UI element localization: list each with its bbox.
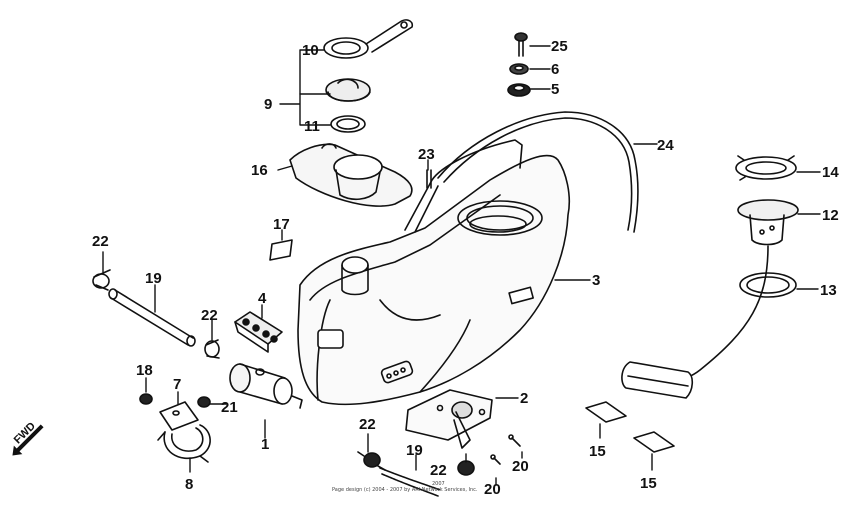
callout-8: 8 bbox=[185, 476, 193, 493]
callout-25: 25 bbox=[551, 38, 568, 55]
cap-seal-part-11[interactable] bbox=[330, 115, 366, 133]
screw-part-20[interactable] bbox=[511, 437, 521, 447]
callout-19: 19 bbox=[145, 270, 162, 287]
bolt-part-25[interactable] bbox=[514, 32, 528, 57]
callout-6: 6 bbox=[551, 61, 559, 78]
callout-11: 11 bbox=[304, 118, 320, 135]
fuel-gauge-unit-part-12[interactable] bbox=[621, 199, 799, 399]
o-ring-part-13[interactable] bbox=[739, 272, 797, 298]
screw-head-part-20[interactable] bbox=[508, 434, 514, 440]
lock-ring-part-14[interactable] bbox=[735, 155, 797, 181]
callout-12: 12 bbox=[822, 207, 839, 224]
callout-15: 15 bbox=[589, 443, 606, 460]
callout-13: 13 bbox=[820, 282, 837, 299]
drain-hose-part-24[interactable] bbox=[437, 111, 639, 233]
callout-19: 19 bbox=[406, 442, 423, 459]
fuel-cap-part-9[interactable] bbox=[325, 78, 371, 102]
rubber-mount-part-5[interactable] bbox=[507, 83, 531, 97]
copyright-footer: Page design (c) 2004 - 2007 by ARI Netwo… bbox=[332, 487, 478, 493]
callout-4: 4 bbox=[258, 290, 267, 307]
retainer-plate-part-15[interactable] bbox=[633, 431, 675, 453]
callout-22: 22 bbox=[92, 233, 109, 250]
forward-direction-arrow-icon: FWD bbox=[12, 420, 44, 456]
mount-bracket-part-7[interactable] bbox=[159, 401, 199, 431]
callout-1: 1 bbox=[261, 436, 269, 453]
hose-clamp-part-22[interactable] bbox=[204, 339, 220, 359]
hose-clamp-part-22[interactable] bbox=[357, 451, 386, 471]
callout-21: 21 bbox=[221, 399, 238, 416]
copyright-year: 2007 bbox=[432, 481, 445, 487]
callout-18: 18 bbox=[136, 362, 153, 379]
clip-part-23[interactable] bbox=[426, 169, 432, 189]
callout-10: 10 bbox=[302, 42, 319, 59]
filler-neck-tray-part-16[interactable] bbox=[289, 143, 413, 207]
callout-16: 16 bbox=[251, 162, 268, 179]
callout-7: 7 bbox=[173, 376, 181, 393]
callout-15: 15 bbox=[640, 475, 657, 492]
callout-17: 17 bbox=[273, 216, 290, 233]
fuel-tank-part-3[interactable] bbox=[297, 139, 571, 406]
callout-5: 5 bbox=[551, 81, 559, 98]
band-clamp-part-8[interactable] bbox=[157, 424, 211, 463]
hose-clamp-part-22[interactable] bbox=[457, 460, 475, 476]
callout-14: 14 bbox=[822, 164, 839, 181]
fuel-tube-part-19[interactable] bbox=[108, 288, 196, 347]
retainer-plate-part-15[interactable] bbox=[585, 401, 627, 423]
callout-20: 20 bbox=[484, 481, 501, 498]
cap-gasket-part-10[interactable] bbox=[323, 19, 414, 59]
callout-22: 22 bbox=[359, 416, 376, 433]
screw-part-20[interactable] bbox=[493, 457, 501, 465]
callout-22: 22 bbox=[430, 462, 447, 479]
fuel-valve-part-2[interactable] bbox=[405, 389, 493, 449]
leader-lines bbox=[102, 45, 821, 485]
clip-part-21[interactable] bbox=[197, 396, 211, 408]
caution-label-part-17[interactable] bbox=[269, 239, 293, 261]
callout-20: 20 bbox=[512, 458, 529, 475]
fuel-filter-part-1[interactable] bbox=[229, 363, 303, 409]
callout-22: 22 bbox=[201, 307, 218, 324]
callout-9: 9 bbox=[264, 96, 272, 113]
filter-bracket-part-4[interactable] bbox=[234, 311, 283, 353]
callout-3: 3 bbox=[592, 272, 600, 289]
screw-head-part-20[interactable] bbox=[490, 454, 496, 460]
collar-part-6[interactable] bbox=[509, 63, 529, 75]
hose-clamp-part-22[interactable] bbox=[92, 269, 111, 291]
fuel-tube-part-19[interactable] bbox=[379, 467, 441, 497]
callout-2: 2 bbox=[520, 390, 528, 407]
grommet-part-18[interactable] bbox=[139, 393, 153, 405]
callout-24: 24 bbox=[657, 137, 674, 154]
callout-23: 23 bbox=[418, 146, 435, 163]
